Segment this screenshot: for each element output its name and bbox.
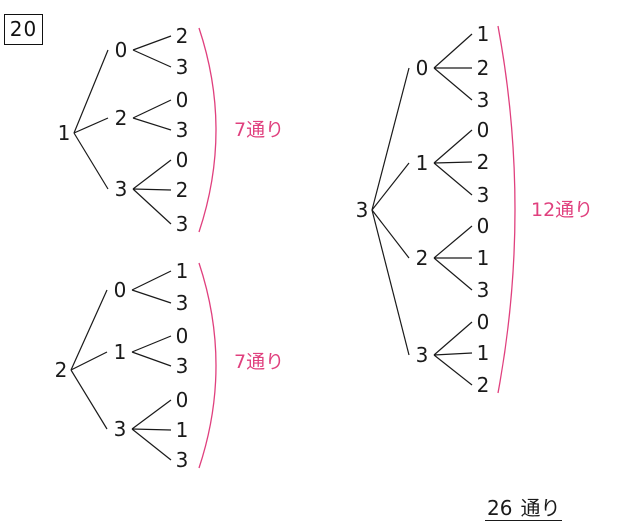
tree-3-leaf-line: [433, 321, 473, 356]
tree-1-third-digit: 0: [176, 148, 189, 172]
tree-3-second-digit: 2: [416, 246, 429, 270]
tree-3-branch-line: [371, 162, 410, 211]
tree-1-leaf-line: [132, 49, 172, 68]
tree-2-leaf-line: [131, 335, 172, 353]
tree-1-third-digit: 2: [176, 178, 189, 202]
tree-2-third-digit: 0: [176, 388, 189, 412]
tree-3-branch-line: [371, 209, 410, 259]
tree-2-count-label: 7通り: [234, 351, 284, 373]
tree-3-leaf-line: [433, 67, 473, 101]
tree-1-leaf-line: [132, 35, 172, 51]
tree-3-leaf-line: [433, 162, 473, 196]
tree-2-leaf-line: [131, 428, 172, 431]
tree-2-leaf-line: [131, 351, 172, 367]
tree-2-third-digit: 3: [176, 448, 189, 472]
tree-1-leaf-line: [132, 188, 172, 191]
tree-3-third-digit: 3: [477, 88, 490, 112]
tree-1-second-digit: 2: [115, 106, 128, 130]
tree-1-third-digit: 3: [176, 212, 189, 236]
tree-1-branch-line: [73, 132, 109, 190]
tree-2-branch-line: [70, 289, 108, 371]
tree-1-leaf-line: [132, 117, 172, 131]
tree-2-third-digit: 1: [176, 259, 189, 283]
tree-3-branch-line: [371, 209, 410, 356]
tree-2-leaf-line: [131, 270, 172, 291]
tree-1-third-digit: 0: [176, 88, 189, 112]
tree-3-third-digit: 1: [477, 246, 490, 270]
tree-1-root-digit: 1: [58, 121, 71, 145]
tree-3-second-digit: 3: [416, 343, 429, 367]
tree-2-second-digit: 3: [114, 417, 127, 441]
tree-2-second-digit: 1: [114, 340, 127, 364]
tree-1-third-digit: 2: [176, 24, 189, 48]
tree-3-leaf-line: [433, 129, 473, 164]
tree-1-branch-line: [73, 117, 109, 134]
tree-2-third-digit: 3: [176, 354, 189, 378]
tree-3-leaf-line: [433, 257, 473, 291]
tree-2-leaf-line: [131, 428, 172, 461]
final-answer: 26 通り: [485, 496, 563, 521]
problem-number-box: 20: [4, 14, 43, 45]
tree-2-leaf-line: [131, 399, 172, 430]
tree-1-leaf-line: [132, 188, 172, 225]
tree-3-third-digit: 1: [477, 341, 490, 365]
tree-2-second-digit: 0: [114, 278, 127, 302]
tree-3-third-digit: 3: [477, 278, 490, 302]
tree-3-leaf-line: [433, 354, 473, 386]
tree-2-third-digit: 0: [176, 324, 189, 348]
tree-3-branch-line: [371, 67, 410, 211]
tree-1-third-digit: 3: [176, 55, 189, 79]
tree-3-third-digit: 2: [477, 150, 490, 174]
tree-1-second-digit: 3: [115, 177, 128, 201]
tree-1-second-digit: 0: [115, 38, 128, 62]
tree-3-root-digit: 3: [356, 198, 369, 222]
answer-unit: 通り: [520, 496, 561, 520]
tree-3-third-digit: 3: [477, 183, 490, 207]
tree-3-leaf-line: [433, 352, 473, 356]
tree-3-leaf-line: [433, 33, 473, 69]
tree-2-third-digit: 3: [176, 291, 189, 315]
tree-2-branch-line: [70, 369, 108, 430]
tree-2-third-digit: 1: [176, 418, 189, 442]
tree-2-leaf-line: [131, 289, 172, 304]
tree-3-third-digit: 2: [477, 56, 490, 80]
tree-1-third-digit: 3: [176, 118, 189, 142]
tree-3-second-digit: 0: [416, 56, 429, 80]
tree-3-third-digit: 1: [477, 22, 490, 46]
tree-2-root-digit: 2: [55, 358, 68, 382]
tree-3-bracket: [497, 25, 516, 394]
tree-2-bracket: [198, 262, 217, 469]
tree-3-leaf-line: [433, 161, 473, 164]
tree-3-count-label: 12通り: [531, 199, 593, 221]
tree-3-third-digit: 0: [477, 310, 490, 334]
tree-1-branch-line: [73, 49, 109, 134]
tree-1-leaf-line: [132, 159, 172, 190]
tree-3-third-digit: 0: [477, 214, 490, 238]
tree-3-second-digit: 1: [416, 151, 429, 175]
answer-value: 26: [487, 496, 513, 520]
tree-1-bracket: [198, 27, 217, 233]
tree-3-third-digit: 0: [477, 118, 490, 142]
tree-2-branch-line: [70, 351, 108, 371]
tree-3-third-digit: 2: [477, 373, 490, 397]
tree-1-leaf-line: [132, 99, 172, 119]
tree-3-leaf-line: [433, 225, 473, 259]
tree-1-count-label: 7通り: [234, 119, 284, 141]
